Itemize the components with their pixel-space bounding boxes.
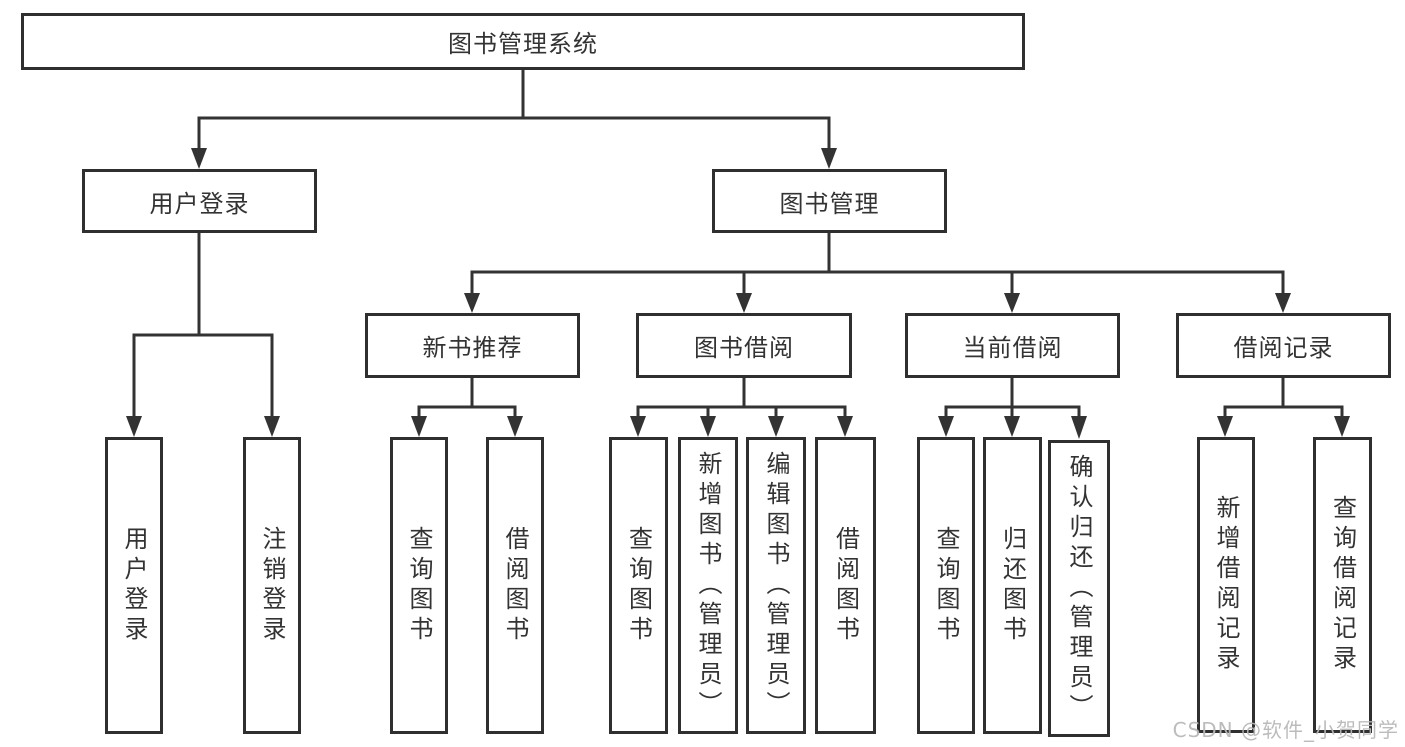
node-label: 图书管理系统 <box>448 30 598 58</box>
leaf-label: 确认归还（管理员） <box>1065 453 1093 724</box>
leaf-label: 归还图书 <box>998 525 1027 646</box>
leaf-label: 借阅图书 <box>831 525 860 646</box>
node-label: 图书管理 <box>779 189 880 218</box>
leaf-return-books: 归还图书 <box>983 437 1042 734</box>
leaf-label: 编辑图书（管理员） <box>762 450 790 721</box>
leaf-query-books-2: 查询图书 <box>609 437 668 734</box>
node-root-library-management-system: 图书管理系统 <box>21 13 1025 70</box>
node-label: 图书借阅 <box>694 334 794 362</box>
leaf-label: 查询图书 <box>932 525 960 646</box>
leaf-edit-books-admin: 编辑图书（管理员） <box>746 437 806 734</box>
leaf-logout: 注销登录 <box>243 437 301 734</box>
leaf-label: 注销登录 <box>258 525 286 646</box>
leaf-borrow-books-1: 借阅图书 <box>486 437 544 734</box>
node-label: 借阅记录 <box>1233 334 1334 362</box>
leaf-label: 用户登录 <box>120 525 148 646</box>
node-current-borrow: 当前借阅 <box>905 313 1120 378</box>
leaf-label: 查询图书 <box>405 525 433 646</box>
leaf-query-borrow-record: 查询借阅记录 <box>1313 437 1372 733</box>
leaf-confirm-return-admin: 确认归还（管理员） <box>1048 440 1110 737</box>
node-label: 用户登录 <box>149 189 250 218</box>
node-new-book-recommend: 新书推荐 <box>365 313 580 378</box>
node-user-login: 用户登录 <box>82 169 317 233</box>
leaf-query-books-3: 查询图书 <box>917 437 975 734</box>
node-label: 当前借阅 <box>962 334 1063 362</box>
node-book-management: 图书管理 <box>712 169 947 233</box>
leaf-add-borrow-record: 新增借阅记录 <box>1197 437 1255 733</box>
node-book-borrow: 图书借阅 <box>636 313 852 378</box>
leaf-query-books-1: 查询图书 <box>390 437 448 734</box>
leaf-user-login: 用户登录 <box>105 437 163 734</box>
leaf-add-books-admin: 新增图书（管理员） <box>678 437 738 734</box>
node-borrow-records: 借阅记录 <box>1176 313 1391 378</box>
leaf-label: 新增借阅记录 <box>1212 495 1240 675</box>
leaf-label: 借阅图书 <box>501 525 529 646</box>
leaf-label: 查询借阅记录 <box>1328 495 1357 675</box>
leaf-label: 查询图书 <box>624 525 653 646</box>
leaf-borrow-books-2: 借阅图书 <box>815 437 876 734</box>
csdn-watermark: CSDN @软件_小贺同学 <box>1172 718 1399 742</box>
node-label: 新书推荐 <box>422 334 523 362</box>
leaf-label: 新增图书（管理员） <box>694 450 722 721</box>
